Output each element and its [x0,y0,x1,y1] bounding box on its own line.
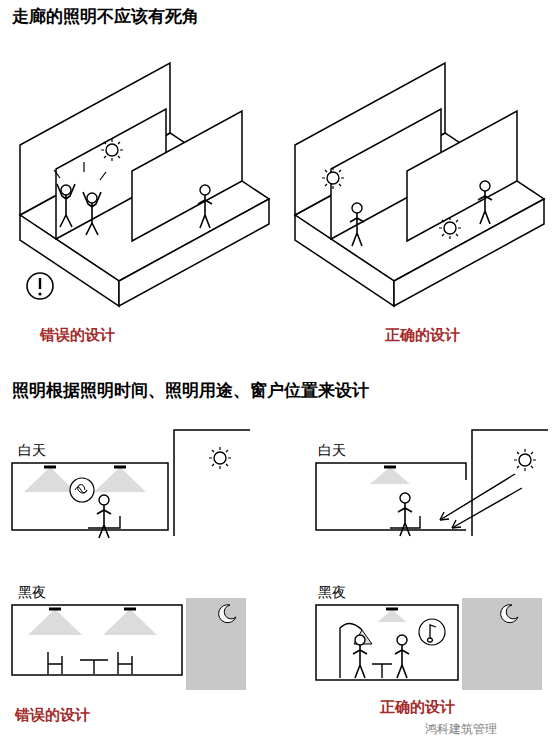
heading: 走廊的照明不应该有死角 [12,6,199,26]
time-label: 白天 [18,442,46,459]
verdict-label: 正确的设计 [385,326,460,344]
verdict-label: 正确的设计 [380,698,455,716]
verdict-label: 错误的设计 [15,706,90,724]
watermark: 鸿科建筑管理 [425,722,497,736]
time-label: 白天 [318,442,346,459]
time-label: 黑夜 [318,584,346,601]
time-label: 黑夜 [18,584,46,601]
verdict-label: 错误的设计 [40,326,115,344]
section-heading: 照明根据照明时间、照明用途、窗户位置来设计 [12,380,369,400]
